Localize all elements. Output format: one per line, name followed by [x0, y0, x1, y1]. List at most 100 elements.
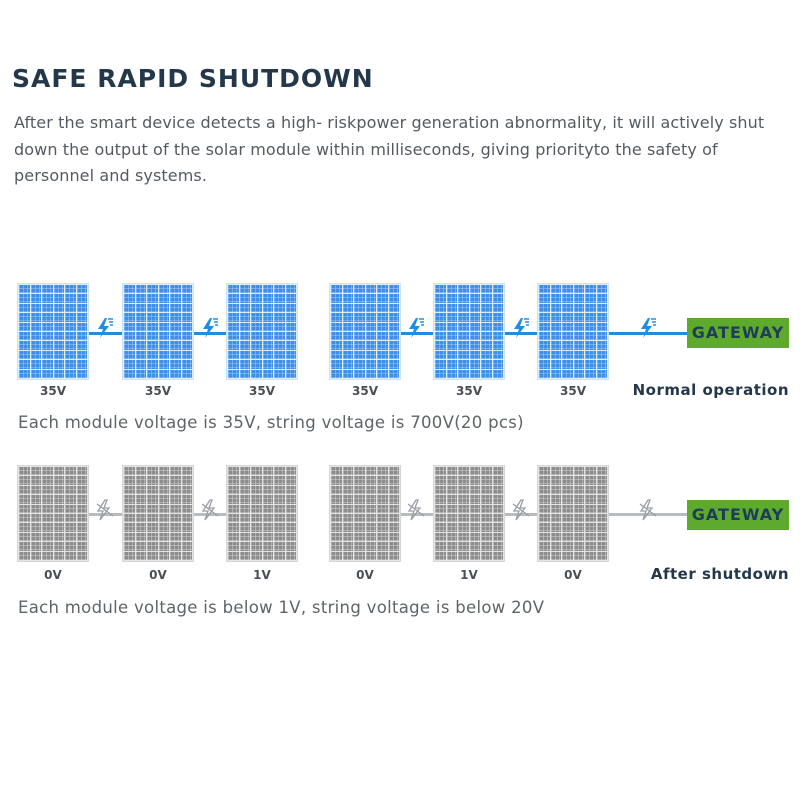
pv-cell [274, 313, 285, 322]
pv-cell [388, 532, 399, 542]
pv-cell [158, 303, 169, 313]
pv-cell [228, 313, 239, 322]
pv-cell [562, 369, 573, 378]
pv-cell [30, 532, 41, 542]
lightning-icon [641, 318, 656, 338]
pv-cell [181, 485, 192, 495]
pv-cell [365, 285, 376, 294]
pv-cell [573, 341, 584, 350]
broken-lightning-icon [512, 499, 530, 521]
solar-module-1 [17, 283, 89, 380]
pv-cell [573, 476, 584, 485]
pv-cell [251, 485, 262, 495]
pv-cell [124, 467, 135, 476]
pv-cell [435, 360, 446, 369]
pv-cell [158, 523, 169, 532]
pv-cell [354, 532, 365, 542]
module-voltage-label: 0V [564, 568, 582, 582]
pv-cell [342, 504, 353, 513]
pv-cell [469, 313, 480, 322]
pv-cell [469, 350, 480, 360]
solar-module-4 [329, 465, 401, 562]
pv-cell [181, 513, 192, 523]
pv-cell [573, 467, 584, 476]
pv-cell [53, 485, 64, 495]
pv-cell [228, 485, 239, 495]
pv-cell [550, 523, 561, 532]
pv-cell [458, 294, 469, 303]
pv-cell [274, 369, 285, 378]
pv-cell [228, 495, 239, 504]
pv-cell [19, 360, 30, 369]
pv-cell [562, 303, 573, 313]
pv-cell [342, 303, 353, 313]
pv-cell [251, 322, 262, 331]
pv-cell [124, 331, 135, 341]
module-voltage-label: 0V [44, 568, 62, 582]
solar-module-5 [433, 465, 505, 562]
pv-cell [147, 523, 158, 532]
pv-cell [342, 532, 353, 542]
pv-cell [365, 542, 376, 551]
pv-cell [458, 322, 469, 331]
pv-cell [285, 542, 296, 551]
pv-cell [492, 504, 503, 513]
pv-cell [469, 542, 480, 551]
pv-cell [228, 350, 239, 360]
lightning-icon [514, 318, 529, 338]
module-voltage-label: 35V [249, 384, 275, 398]
pv-cell [147, 285, 158, 294]
pv-cell [435, 495, 446, 504]
pv-cell [365, 551, 376, 560]
lightning-icon [203, 318, 218, 338]
pv-cell [377, 294, 388, 303]
pv-cell [331, 303, 342, 313]
pv-cell [388, 313, 399, 322]
pv-cell [65, 313, 76, 322]
pv-cell [285, 485, 296, 495]
pv-cell [147, 485, 158, 495]
pv-cell [76, 322, 87, 331]
pv-cell [42, 495, 53, 504]
shutdown-caption: Each module voltage is below 1V, string … [18, 598, 545, 617]
pv-cell [158, 350, 169, 360]
pv-cell [158, 532, 169, 542]
pv-cell [562, 476, 573, 485]
pv-cell [377, 551, 388, 560]
pv-cell [365, 322, 376, 331]
pv-cell [331, 523, 342, 532]
pv-cell [262, 476, 273, 485]
pv-cell [585, 341, 596, 350]
pv-cell [76, 532, 87, 542]
pv-cell [573, 504, 584, 513]
pv-cell [539, 476, 550, 485]
pv-cell [354, 495, 365, 504]
pv-cell [435, 467, 446, 476]
pv-cell [388, 476, 399, 485]
pv-cell [481, 285, 492, 294]
pv-cell [562, 285, 573, 294]
pv-cell [342, 495, 353, 504]
pv-cell [76, 369, 87, 378]
pv-cell [170, 331, 181, 341]
pv-cell [181, 467, 192, 476]
pv-cell [377, 322, 388, 331]
pv-cell [469, 331, 480, 341]
pv-cell [262, 369, 273, 378]
pv-cell [147, 369, 158, 378]
pv-cell [342, 467, 353, 476]
pv-cell [53, 513, 64, 523]
pv-cell [124, 322, 135, 331]
pv-cell [596, 532, 607, 542]
pv-cell [251, 331, 262, 341]
pv-cell [446, 523, 457, 532]
pv-cell [446, 513, 457, 523]
pv-cell [492, 476, 503, 485]
pv-cell [124, 542, 135, 551]
pv-cell [377, 542, 388, 551]
pv-cell [585, 504, 596, 513]
pv-cell [596, 350, 607, 360]
pv-cell [492, 542, 503, 551]
pv-cell [596, 542, 607, 551]
lightning-icon [409, 318, 424, 338]
